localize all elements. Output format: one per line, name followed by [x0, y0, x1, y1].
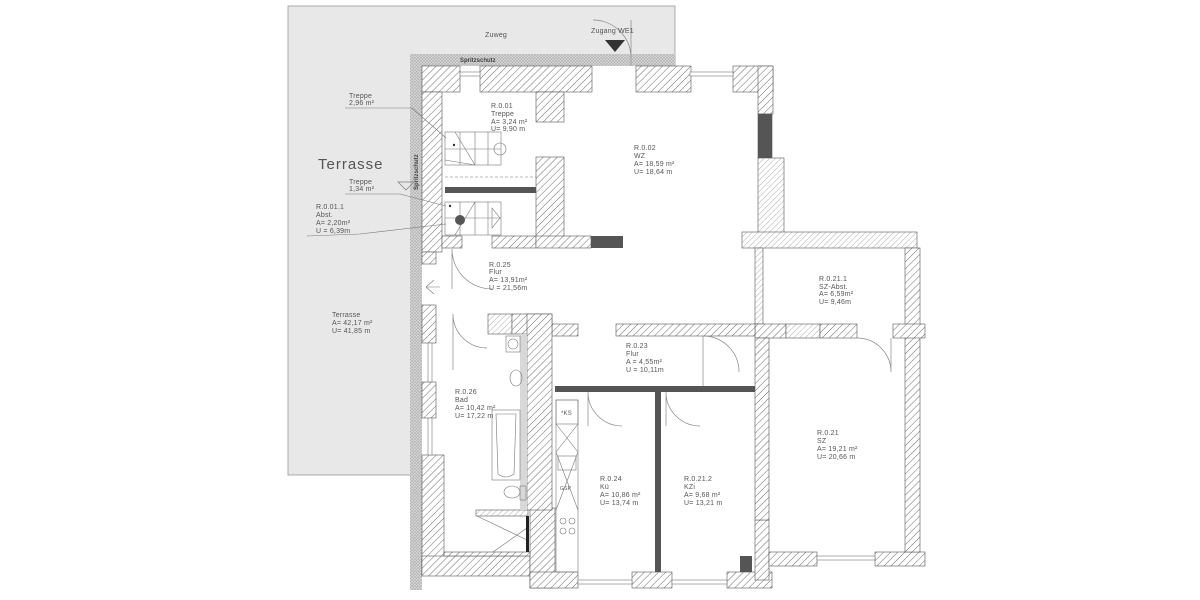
installation-shaft	[520, 334, 527, 510]
svg-text:A= 18,59 m²: A= 18,59 m²	[634, 161, 675, 168]
svg-text:Flur: Flur	[489, 269, 502, 276]
svg-text:U= 9,46m: U= 9,46m	[819, 299, 851, 306]
svg-text:U = 6,39m: U = 6,39m	[316, 228, 350, 235]
svg-text:U= 13,21 m: U= 13,21 m	[684, 500, 722, 507]
svg-text:R.0.21: R.0.21	[817, 430, 839, 437]
windows	[427, 71, 876, 585]
svg-text:A = 4,55m²: A = 4,55m²	[626, 359, 663, 366]
entry-arrow-icon	[425, 279, 440, 295]
svg-text:A= 10,86 m²: A= 10,86 m²	[600, 492, 641, 499]
svg-text:R.0.26: R.0.26	[455, 389, 477, 396]
svg-text:Abst.: Abst.	[316, 212, 333, 219]
svg-text:A= 13,91m²: A= 13,91m²	[489, 277, 528, 284]
svg-text:Treppe: Treppe	[349, 179, 372, 186]
svg-text:A= 10,42 m²: A= 10,42 m²	[455, 405, 496, 412]
svg-text:U= 18,64 m: U= 18,64 m	[634, 169, 672, 176]
room-label-r-0-01-1: R.0.01.1 Abst. A= 2,20m² U = 6,39m	[316, 204, 351, 235]
interior-walls	[441, 91, 756, 572]
svg-text:Treppe: Treppe	[491, 111, 514, 118]
terrasse-title: Terrasse	[318, 156, 384, 173]
svg-text:A= 3,24 m²: A= 3,24 m²	[491, 119, 528, 126]
svg-text:Treppe: Treppe	[349, 93, 372, 100]
svg-text:A= 2,20m²: A= 2,20m²	[316, 220, 351, 227]
room-label-r-0-21-2: R.0.21.2 KZi A= 9,68 m² U= 13,21 m	[684, 476, 722, 507]
entrance-arrow-icon	[605, 40, 625, 52]
svg-text:R.0.23: R.0.23	[626, 343, 648, 350]
svg-text:U = 10,11m: U = 10,11m	[626, 367, 664, 374]
room-label-r-0-02: R.0.02 WZ A= 18,59 m² U= 18,64 m	[634, 145, 675, 176]
svg-text:KZi: KZi	[684, 484, 695, 491]
zugang-label: Zugang WE1	[591, 28, 634, 35]
doors	[451, 19, 892, 427]
column-icon	[455, 215, 465, 225]
room-label-r-0-23: R.0.23 Flur A = 4,55m² U = 10,11m	[626, 343, 664, 374]
svg-text:R.0.25: R.0.25	[489, 262, 511, 269]
svg-text:A= 19,21 m²: A= 19,21 m²	[817, 446, 858, 453]
svg-text:2,96 m²: 2,96 m²	[349, 100, 375, 107]
svg-text:U= 17,22 m: U= 17,22 m	[455, 413, 493, 420]
spritzschutz-side-label: Spritzschutz	[414, 154, 420, 190]
leader-lines	[306, 107, 447, 237]
svg-text:R.0.24: R.0.24	[600, 476, 622, 483]
room-label-r-0-25: R.0.25 Flur A= 13,91m² U = 21,56m	[489, 262, 528, 292]
svg-text:U= 13,74 m: U= 13,74 m	[600, 500, 638, 507]
spritzschutz-top-label: Spritzschutz	[460, 58, 496, 64]
room-label-terrasse: Terrasse A= 42,17 m² U= 41,85 m	[332, 312, 373, 335]
room-label-r-0-21-1: R.0.21.1 SZ-Abst. A= 6,59m² U= 9,46m	[819, 276, 854, 306]
fridge-label: *KS	[561, 411, 572, 417]
svg-text:WZ: WZ	[634, 153, 646, 160]
room-label-r-0-26: R.0.26 Bad A= 10,42 m² U= 17,22 m	[455, 389, 496, 420]
svg-text:SZ-Abst.: SZ-Abst.	[819, 284, 848, 291]
svg-text:R.0.01.1: R.0.01.1	[316, 204, 344, 211]
svg-text:A= 42,17 m²: A= 42,17 m²	[332, 320, 373, 327]
svg-text:Kü: Kü	[600, 484, 609, 491]
svg-text:SZ: SZ	[817, 438, 827, 445]
level-marker-icon	[397, 181, 415, 191]
svg-text:R.0.21.2: R.0.21.2	[684, 476, 712, 483]
bathroom-fixtures	[476, 335, 528, 553]
svg-text:A= 6,59m²: A= 6,59m²	[819, 291, 854, 298]
room-label-r-0-24: R.0.24 Kü A= 10,86 m² U= 13,74 m	[600, 476, 641, 507]
annotation-treppe-2: Treppe 1,34 m²	[349, 179, 375, 193]
building-footprint	[422, 66, 915, 576]
svg-text:U= 9,90 m: U= 9,90 m	[491, 126, 525, 133]
svg-text:U= 41,85 m: U= 41,85 m	[332, 328, 370, 335]
svg-text:1,34 m²: 1,34 m²	[349, 186, 375, 193]
svg-text:R.0.01: R.0.01	[491, 103, 513, 110]
room-label-r-0-01: R.0.01 Treppe A= 3,24 m² U= 9,90 m	[491, 103, 528, 133]
kitchen-counter	[555, 399, 579, 573]
svg-text:Terrasse: Terrasse	[332, 312, 360, 319]
svg-text:A= 9,68 m²: A= 9,68 m²	[684, 492, 721, 499]
shower-glass	[526, 516, 529, 552]
svg-text:Bad: Bad	[455, 397, 468, 404]
dishwasher-label: GSP	[560, 486, 572, 492]
svg-text:U = 21,56m: U = 21,56m	[489, 285, 527, 292]
svg-text:Flur: Flur	[626, 351, 639, 358]
spritzschutz-strip	[410, 54, 675, 590]
svg-text:R.0.21.1: R.0.21.1	[819, 276, 847, 283]
exterior-walls	[421, 65, 926, 589]
svg-text:U= 20,66 m: U= 20,66 m	[817, 454, 855, 461]
staircase	[444, 131, 536, 236]
svg-text:R.0.02: R.0.02	[634, 145, 656, 152]
annotation-treppe-1: Treppe 2,96 m²	[349, 93, 375, 107]
room-label-r-0-21: R.0.21 SZ A= 19,21 m² U= 20,66 m	[817, 430, 858, 461]
zuweg-label: Zuweg	[485, 32, 507, 39]
